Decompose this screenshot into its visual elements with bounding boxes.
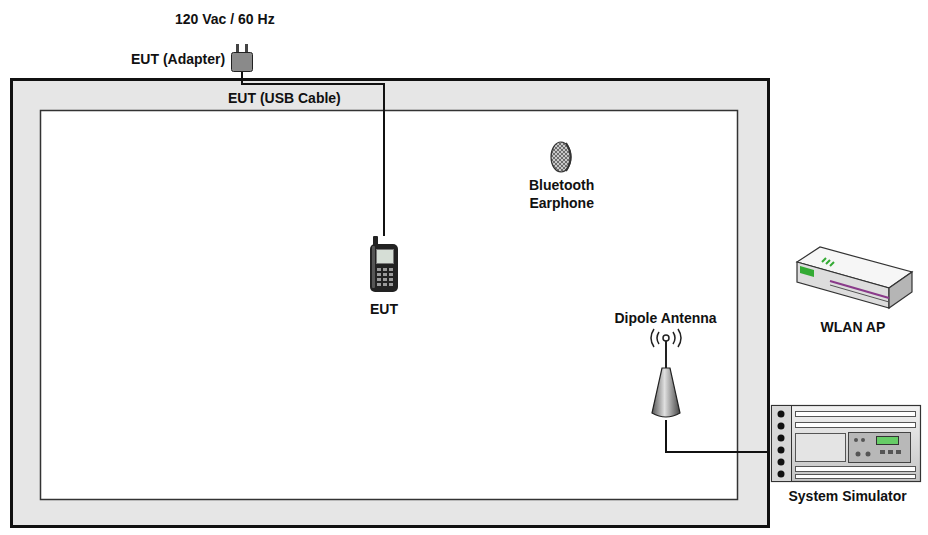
dipole-antenna-icon bbox=[651, 329, 681, 417]
supply-label: 120 Vac / 60 Hz bbox=[175, 10, 275, 28]
system-simulator-icon bbox=[772, 406, 921, 482]
node-label: System Simulator bbox=[789, 487, 907, 505]
adapter-icon bbox=[232, 44, 253, 72]
cable-line bbox=[666, 420, 770, 452]
earphone-icon bbox=[551, 142, 571, 172]
phone-node: EUT bbox=[367, 236, 401, 319]
node-label: EUT (Adapter) bbox=[131, 50, 225, 68]
adapter-node: EUT (Adapter) bbox=[131, 44, 253, 72]
earphone-node: Bluetooth Earphone bbox=[529, 141, 595, 213]
simulator-node: System Simulator bbox=[770, 404, 922, 506]
cable-label: EUT (USB Cable) bbox=[228, 89, 341, 107]
node-label: Dipole Antenna bbox=[615, 309, 717, 327]
node-label: WLAN AP bbox=[821, 318, 886, 336]
antenna-node: Dipole Antenna bbox=[615, 309, 718, 420]
node-label: Bluetooth Earphone bbox=[529, 176, 594, 212]
phone-icon bbox=[370, 236, 398, 292]
room-frame bbox=[12, 80, 769, 527]
node-label: EUT bbox=[370, 300, 398, 318]
access-point-node: WLAN AP bbox=[795, 244, 913, 337]
access-point-icon bbox=[797, 247, 912, 308]
